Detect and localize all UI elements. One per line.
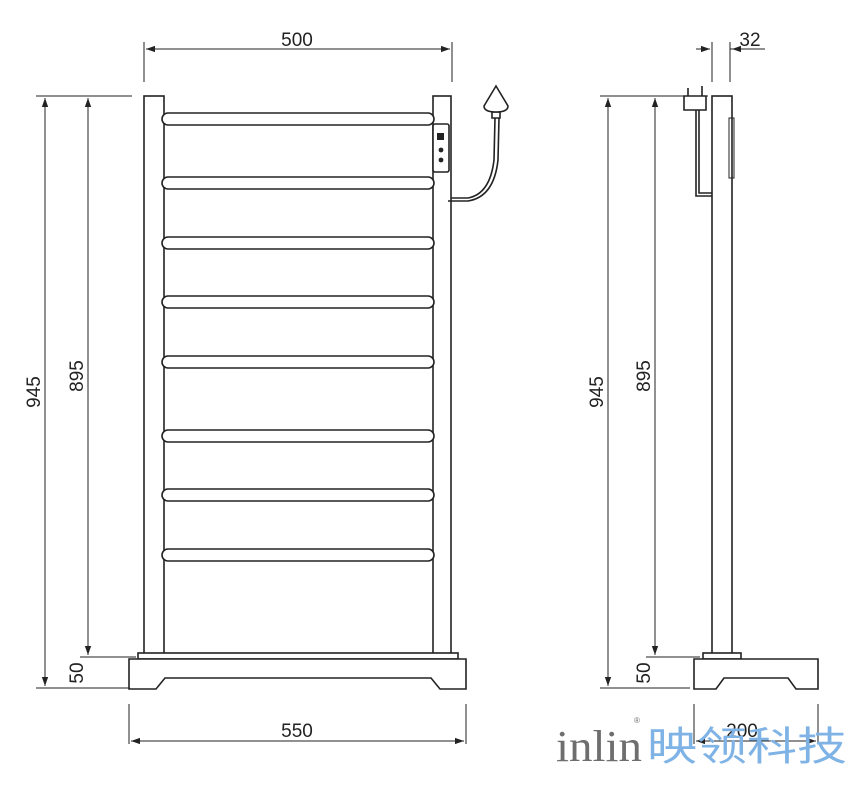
button-dot-icon	[438, 157, 444, 163]
right-post	[432, 95, 452, 658]
side-plug-icon	[683, 95, 707, 111]
front-rails	[161, 112, 435, 562]
dim-label-32: 32	[739, 30, 760, 51]
dim-front-base-height: 50	[67, 662, 88, 683]
dim-side-depth-top: 32	[696, 30, 765, 82]
dim-label-side-895: 895	[634, 360, 655, 392]
dim-label-side-50: 50	[634, 662, 655, 683]
power-cord	[448, 84, 509, 202]
dim-label-500: 500	[281, 30, 313, 51]
display-icon	[437, 133, 444, 140]
side-control-box	[728, 117, 735, 179]
side-post	[711, 95, 733, 658]
dim-label-side-945: 945	[587, 376, 608, 408]
dim-side-base-height: 50	[634, 662, 655, 683]
rail	[161, 429, 435, 443]
rail	[161, 548, 435, 562]
dim-front-base-width: 550	[128, 704, 467, 745]
front-base	[128, 652, 467, 690]
dim-label-200: 200	[726, 721, 758, 742]
rail	[161, 295, 435, 309]
rail	[161, 112, 435, 126]
rail	[161, 488, 435, 502]
logo-chinese: 映领科技	[647, 724, 847, 770]
dim-label-895: 895	[67, 360, 88, 392]
side-power-cord	[683, 86, 712, 197]
rail	[161, 236, 435, 250]
dim-front-width-top: 500	[143, 30, 453, 82]
side-base	[693, 652, 819, 690]
rail	[161, 355, 435, 369]
plug-icon	[483, 84, 509, 113]
control-box	[432, 123, 450, 173]
logo-latin: inlin	[556, 722, 642, 771]
dim-label-550: 550	[281, 721, 313, 742]
dim-label-945: 945	[24, 376, 45, 408]
dim-front-inner-height: 895	[67, 98, 136, 658]
dim-label-50: 50	[67, 662, 88, 683]
front-view: 500	[24, 30, 509, 745]
logo-registered-mark: ®	[634, 716, 640, 725]
dim-side-total-height: 945	[587, 95, 708, 689]
dim-front-total-height: 945	[24, 95, 132, 689]
side-view: 32 945 895	[587, 30, 819, 745]
brand-logo: inlin ® 映领科技	[556, 716, 847, 771]
button-dot-icon	[438, 147, 444, 153]
rail	[161, 176, 435, 190]
dim-side-inner-height: 895	[634, 98, 700, 658]
left-post	[143, 95, 165, 658]
dim-side-base-depth: 200	[693, 704, 819, 745]
